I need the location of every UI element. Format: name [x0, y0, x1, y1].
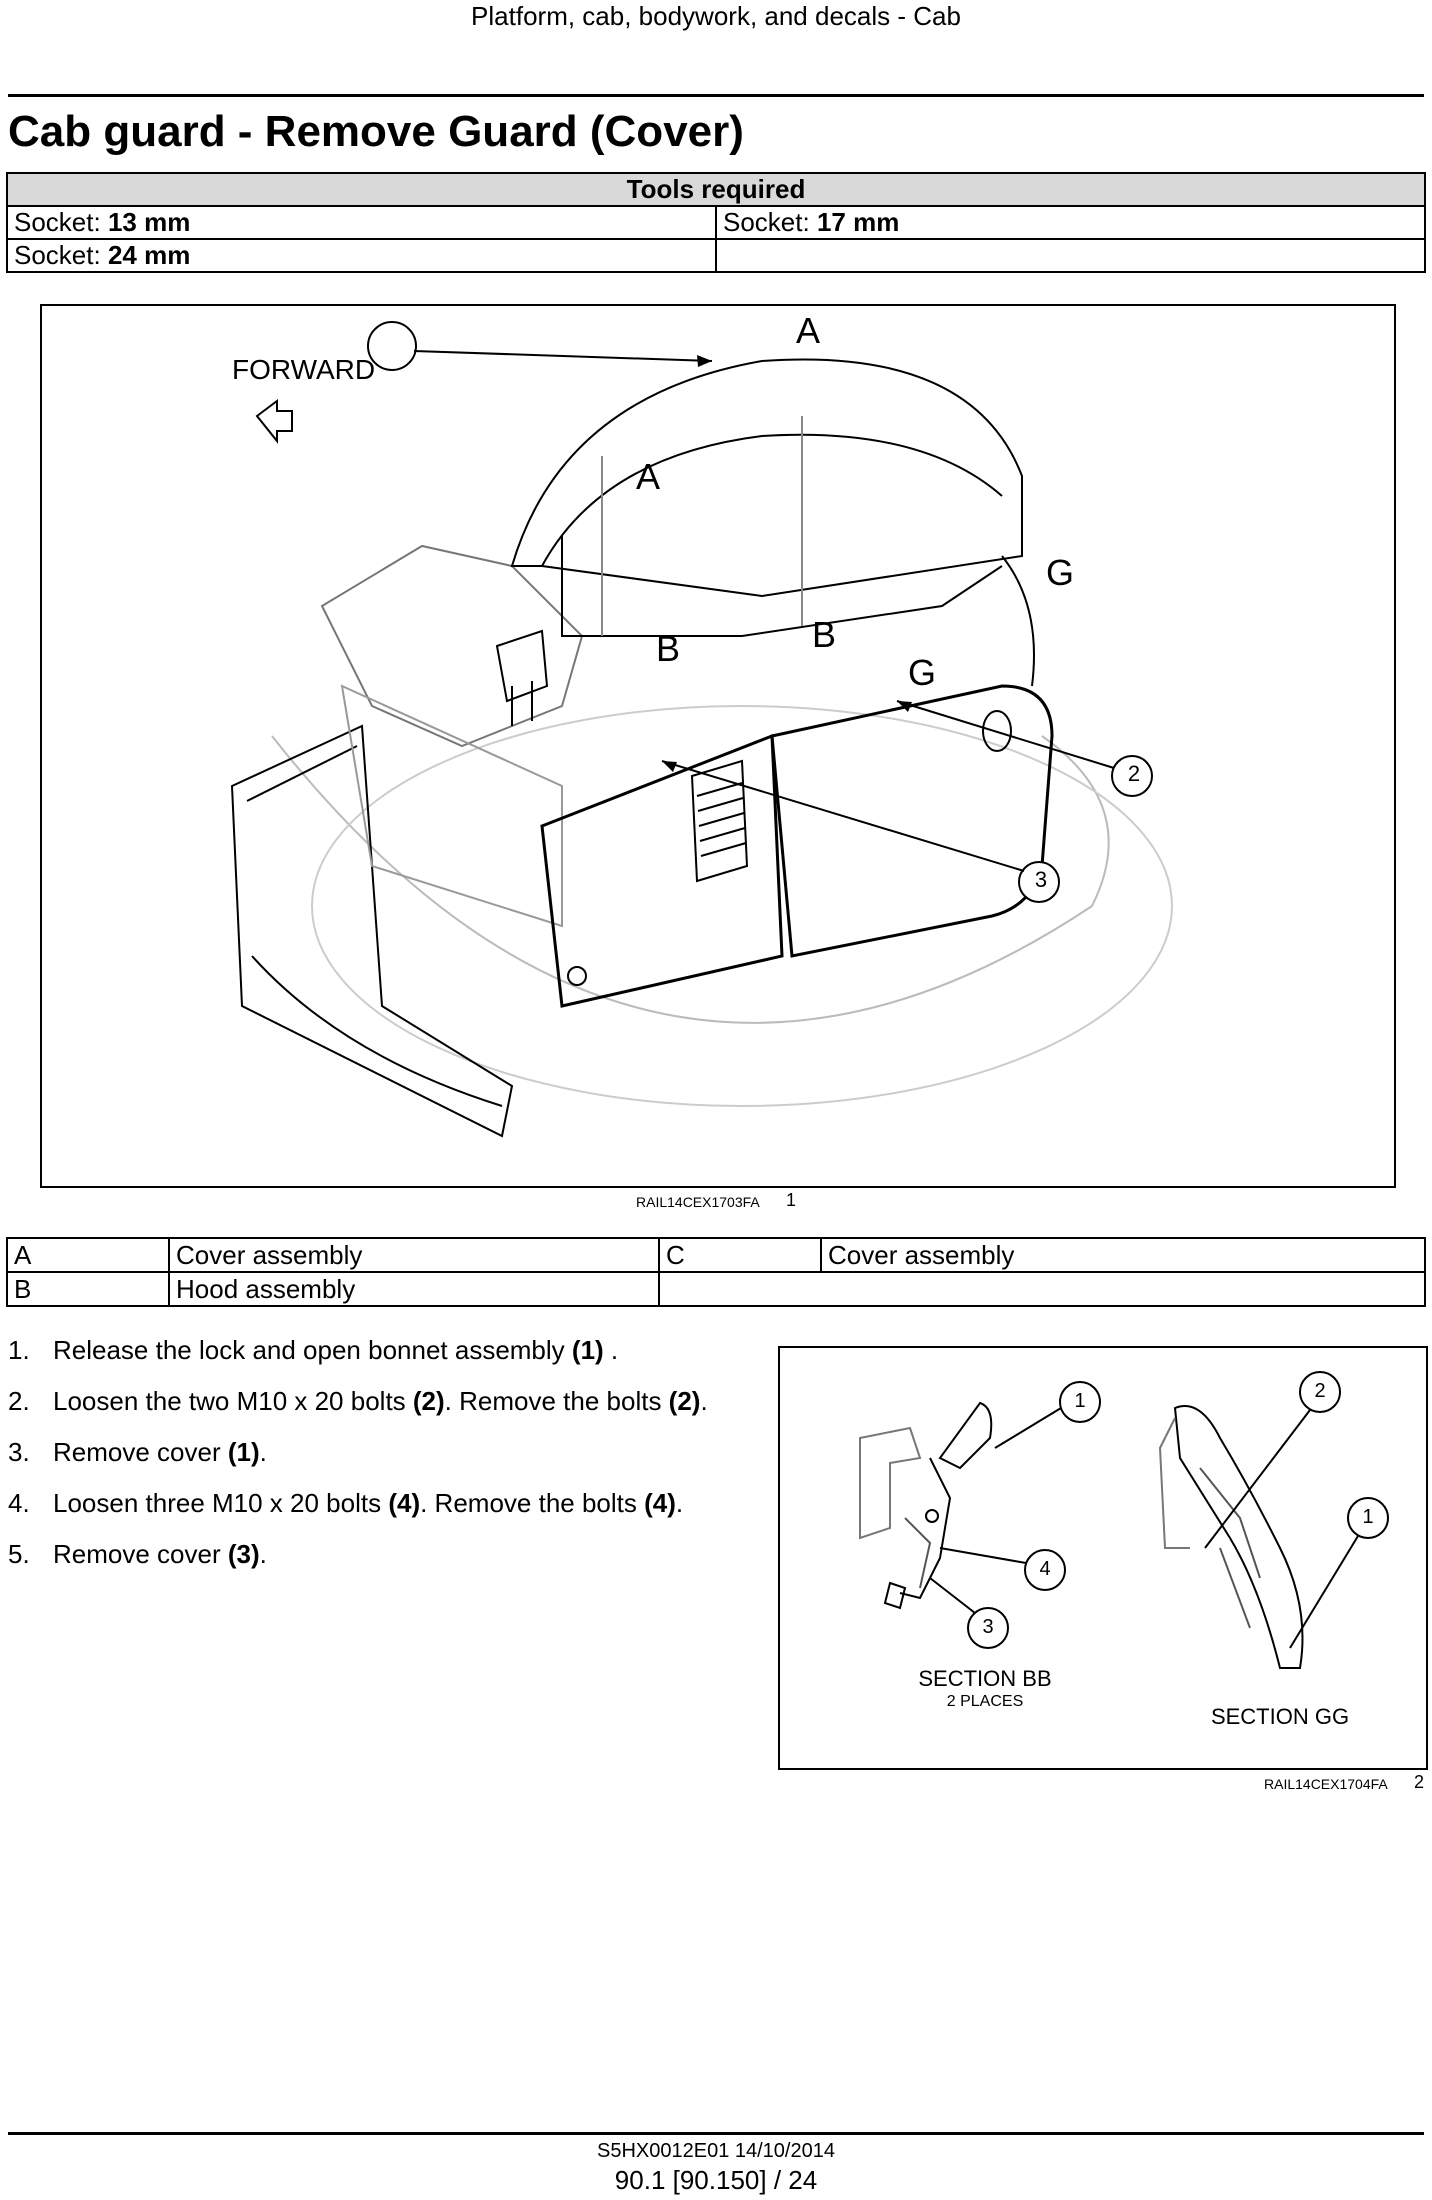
callout-2-circle — [1111, 755, 1153, 797]
fig2-callout-4: 4 — [1039, 1558, 1051, 1580]
callout-1-circle — [1059, 1381, 1101, 1423]
cab-guard-illustration — [230, 321, 1173, 1138]
figure-1-ref: RAIL14CEX1703FA — [636, 1194, 760, 1210]
callout-1-circle — [367, 321, 417, 371]
forward-arrow-icon — [255, 399, 293, 444]
legend-key: C — [658, 1237, 822, 1273]
step-text: Release the lock and open bonnet assembl… — [53, 1335, 572, 1365]
tool-cell: Socket: 24 mm — [6, 238, 717, 273]
tool-label: Socket: — [723, 207, 810, 237]
step-ref: (2) — [668, 1386, 701, 1416]
footer-rule — [8, 2132, 1424, 2135]
step-text: . Remove the bolts — [444, 1386, 669, 1416]
step-number: 3. — [8, 1437, 30, 1467]
step-number: 1. — [8, 1335, 30, 1365]
section-bb-sublabel: 2 PLACES — [946, 1693, 1024, 1710]
step-text: . — [700, 1386, 708, 1416]
step-item: 1. Release the lock and open bonnet assem… — [8, 1334, 768, 1366]
section-label-b-2: B — [812, 614, 837, 655]
section-bb-label: SECTION BB — [918, 1666, 1052, 1691]
fig2-callout-2: 2 — [1314, 1380, 1326, 1402]
tool-label: Socket: — [14, 240, 101, 270]
section-label-a-2: A — [636, 456, 661, 497]
callout-3-label: 3 — [1034, 867, 1048, 892]
step-text: Loosen the two M10 x 20 bolts — [53, 1386, 413, 1416]
step-item: 2. Loosen the two M10 x 20 bolts (2). Rem… — [8, 1385, 768, 1417]
step-text: . — [675, 1488, 684, 1518]
callout-3-circle — [1018, 861, 1060, 903]
legend-text: Hood assembly — [168, 1271, 660, 1307]
step-number: 4. — [8, 1488, 30, 1518]
step-item: 3. Remove cover (1). — [8, 1436, 768, 1468]
section-gg-label: SECTION GG — [1210, 1704, 1350, 1729]
footer-page-number: 90.1 [90.150] / 24 — [614, 2165, 818, 2195]
section-label-a: A — [796, 310, 821, 351]
legend-key: B — [6, 1271, 170, 1307]
callout-3-circle — [967, 1607, 1009, 1649]
page-title: Cab guard - Remove Guard (Cover) — [8, 107, 744, 156]
step-text: . — [259, 1437, 267, 1467]
figure-2-ref: RAIL14CEX1704FA — [1264, 1776, 1388, 1792]
step-text: Remove cover — [53, 1539, 228, 1569]
tool-value: 13 mm — [107, 207, 191, 237]
running-header: Platform, cab, bodywork, and decals - Ca… — [471, 1, 961, 31]
step-ref: (1) — [227, 1437, 260, 1467]
figure-2-number: 2 — [1414, 1772, 1425, 1792]
tools-table: Tools required Socket: 13 mm Socket: 17 … — [6, 172, 1426, 273]
step-number: 5. — [8, 1539, 30, 1569]
section-label-b: B — [656, 628, 681, 669]
figure-2-frame: 1 2 1 4 3 SECTION BB 2 PLACES SECTION GG — [778, 1346, 1428, 1770]
step-number: 2. — [8, 1386, 30, 1416]
legend-text: Cover assembly — [820, 1237, 1426, 1273]
legend-empty — [658, 1271, 1426, 1307]
step-text: . — [259, 1539, 267, 1569]
step-ref: (4) — [388, 1488, 421, 1518]
header-rule — [8, 94, 1424, 97]
fig2-callout-1b: 1 — [1362, 1506, 1374, 1528]
step-item: 4. Loosen three M10 x 20 bolts (4). Remov… — [8, 1487, 768, 1519]
tool-cell-empty — [715, 238, 1426, 273]
step-text: . Remove the bolts — [420, 1488, 645, 1518]
step-text: . — [603, 1335, 619, 1365]
callout-2-label: 2 — [1127, 761, 1141, 786]
figure-1-number: 1 — [786, 1190, 797, 1210]
tool-value: 24 mm — [107, 240, 191, 270]
tool-cell: Socket: 17 mm — [715, 205, 1426, 240]
step-ref: (3) — [227, 1539, 260, 1569]
tool-label: Socket: — [14, 207, 101, 237]
callout-1b-circle — [1347, 1497, 1389, 1539]
section-views-illustration — [859, 1371, 1389, 1669]
step-ref: (2) — [412, 1386, 445, 1416]
step-ref: (4) — [644, 1488, 676, 1518]
legend-key: A — [6, 1237, 170, 1273]
section-label-g: G — [1046, 552, 1075, 593]
step-text: Remove cover — [53, 1437, 228, 1467]
figure-1-frame: FORWARD A A B B G G 2 3 — [40, 304, 1396, 1188]
tool-value: 17 mm — [816, 207, 900, 237]
tool-cell: Socket: 13 mm — [6, 205, 717, 240]
tools-header: Tools required — [6, 172, 1426, 207]
step-ref: (1) — [571, 1335, 604, 1365]
section-label-g-2: G — [908, 652, 937, 693]
footer-doc-id: S5HX0012E01 14/10/2014 — [597, 2140, 835, 2162]
callout-4-circle — [1024, 1549, 1066, 1591]
fig2-callout-3: 3 — [982, 1616, 994, 1638]
fig2-callout-1: 1 — [1074, 1390, 1086, 1412]
legend-text: Cover assembly — [168, 1237, 660, 1273]
callout-2-circle — [1299, 1371, 1341, 1413]
forward-label: FORWARD — [232, 354, 376, 385]
step-text: Loosen three M10 x 20 bolts — [53, 1488, 389, 1518]
procedure-steps: 1. Release the lock and open bonnet assem… — [8, 1334, 768, 1589]
step-item: 5. Remove cover (3). — [8, 1538, 768, 1570]
legend-table: A Cover assembly C Cover assembly B Hood… — [6, 1237, 1426, 1307]
